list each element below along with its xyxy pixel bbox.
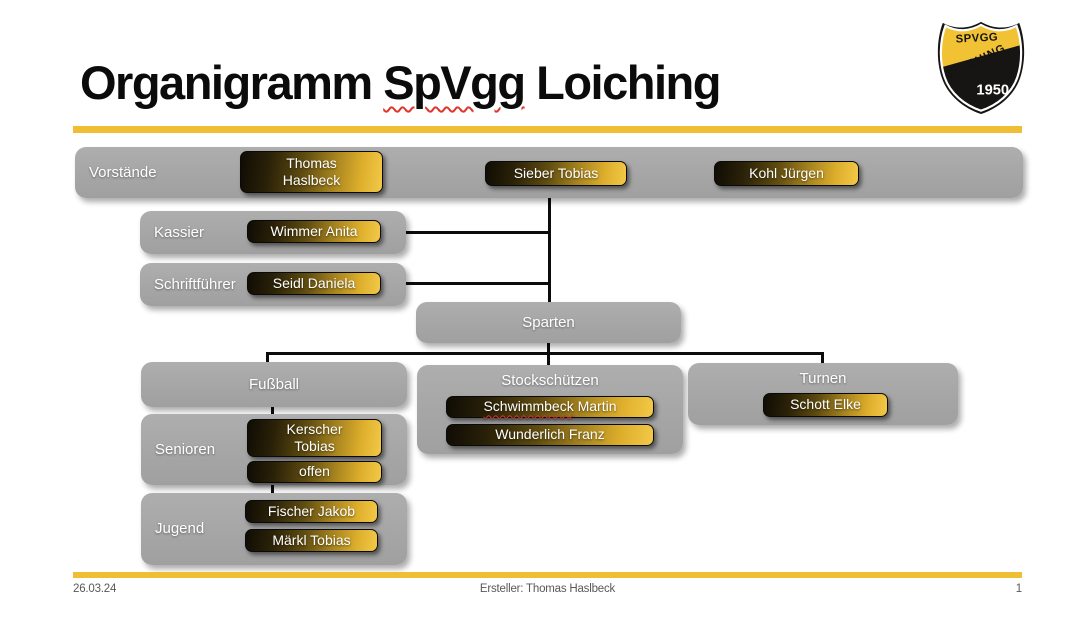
footer-page-number: 1: [1015, 583, 1022, 595]
connector-vorstaende-sparten: [548, 193, 551, 303]
group-label-turnen: Turnen: [799, 370, 847, 387]
member-box-wunderlich-franz: Wunderlich Franz: [446, 424, 654, 446]
connector-stub-stockschuetzen: [547, 352, 550, 367]
member-name: Kerscher Tobias: [286, 420, 343, 454]
member-box-thomas-haslbeck: Thomas Haslbeck: [240, 151, 383, 193]
org-group-turnen: Turnen Schott Elke: [688, 363, 958, 425]
member-name: Sieber Tobias: [513, 164, 599, 181]
title-part1: Organigramm: [80, 56, 384, 109]
member-box-wimmer-anita: Wimmer Anita: [247, 220, 381, 243]
org-group-schriftfuehrer: Schriftführer Seidl Daniela: [140, 263, 406, 306]
misspelled-word: Schwimmbeck: [483, 398, 574, 415]
member-name: offen: [299, 463, 330, 480]
connector-schriftfuehrer: [405, 282, 550, 285]
member-name: Seidl Daniela: [272, 274, 356, 291]
club-crest-logo: SPVGG LOICHING 1950: [937, 21, 1025, 115]
member-name: Märkl Tobias: [272, 531, 351, 548]
connector-branch-horizontal: [266, 352, 824, 355]
member-box-fischer-jakob: Fischer Jakob: [245, 500, 378, 523]
connector-senioren-jugend: [271, 483, 274, 495]
member-box-kohl-juergen: Kohl Jürgen: [714, 161, 859, 186]
footer-author: Ersteller: Thomas Haslbeck: [479, 583, 616, 595]
connector-kassier: [405, 231, 550, 234]
member-box-kerscher-tobias: Kerscher Tobias: [247, 419, 382, 457]
org-group-stockschuetzen: Stockschützen Schwimmbeck Martin Wunderl…: [417, 365, 683, 454]
org-group-fussball: Fußball: [141, 362, 407, 407]
group-label-senioren: Senioren: [155, 440, 216, 458]
connector-stub-fussball: [266, 352, 269, 364]
shield-inner-ring: [939, 23, 1023, 112]
connector-fussball-senioren: [271, 405, 274, 416]
org-group-vorstaende: Vorstände Thomas Haslbeck Sieber Tobias …: [75, 147, 1023, 198]
member-name: Schott Elke: [790, 396, 861, 413]
member-box-schwimmbeck-martin: Schwimmbeck Martin: [446, 396, 654, 418]
org-group-senioren: Senioren Kerscher Tobias offen: [141, 414, 407, 485]
page-title: Organigramm SpVgg Loiching: [80, 56, 721, 109]
logo-club-name: SPVGG: [955, 31, 998, 45]
member-name: Wunderlich Franz: [495, 426, 605, 443]
group-label-kassier: Kassier: [154, 223, 205, 241]
footer-divider-bar: [73, 572, 1022, 578]
member-name: Schwimmbeck Martin: [483, 398, 616, 415]
title-part2: Loiching: [524, 56, 721, 109]
group-label-stockschuetzen: Stockschützen: [501, 372, 599, 389]
org-group-sparten: Sparten: [416, 302, 681, 343]
footer-date: 26.03.24: [73, 583, 117, 595]
member-box-offen: offen: [247, 461, 382, 483]
group-label-schriftfuehrer: Schriftführer: [154, 275, 236, 293]
title-divider-bar: [73, 126, 1022, 133]
org-group-kassier: Kassier Wimmer Anita: [140, 211, 406, 254]
member-name-rest: Martin: [573, 398, 617, 415]
group-label-sparten: Sparten: [522, 313, 575, 331]
member-box-schott-elke: Schott Elke: [763, 393, 888, 417]
title-misspelled-word: SpVgg: [383, 56, 526, 109]
member-name: Thomas Haslbeck: [282, 154, 341, 188]
member-box-sieber-tobias: Sieber Tobias: [485, 161, 627, 186]
group-label-vorstaende: Vorstände: [89, 163, 157, 181]
group-label-fussball: Fußball: [248, 375, 300, 393]
member-name: Kohl Jürgen: [749, 164, 824, 181]
member-name: Fischer Jakob: [267, 502, 356, 519]
member-box-seidl-daniela: Seidl Daniela: [247, 272, 381, 295]
connector-stub-turnen: [821, 352, 824, 365]
slide-footer: 26.03.24 Ersteller: Thomas Haslbeck 1: [73, 583, 1022, 595]
org-group-jugend: Jugend Fischer Jakob Märkl Tobias: [141, 493, 407, 565]
logo-year: 1950: [976, 82, 1009, 98]
member-name: Wimmer Anita: [270, 222, 358, 239]
connector-sparten-down: [547, 341, 550, 354]
group-label-jugend: Jugend: [155, 520, 205, 538]
member-box-maerkl-tobias: Märkl Tobias: [245, 529, 378, 552]
